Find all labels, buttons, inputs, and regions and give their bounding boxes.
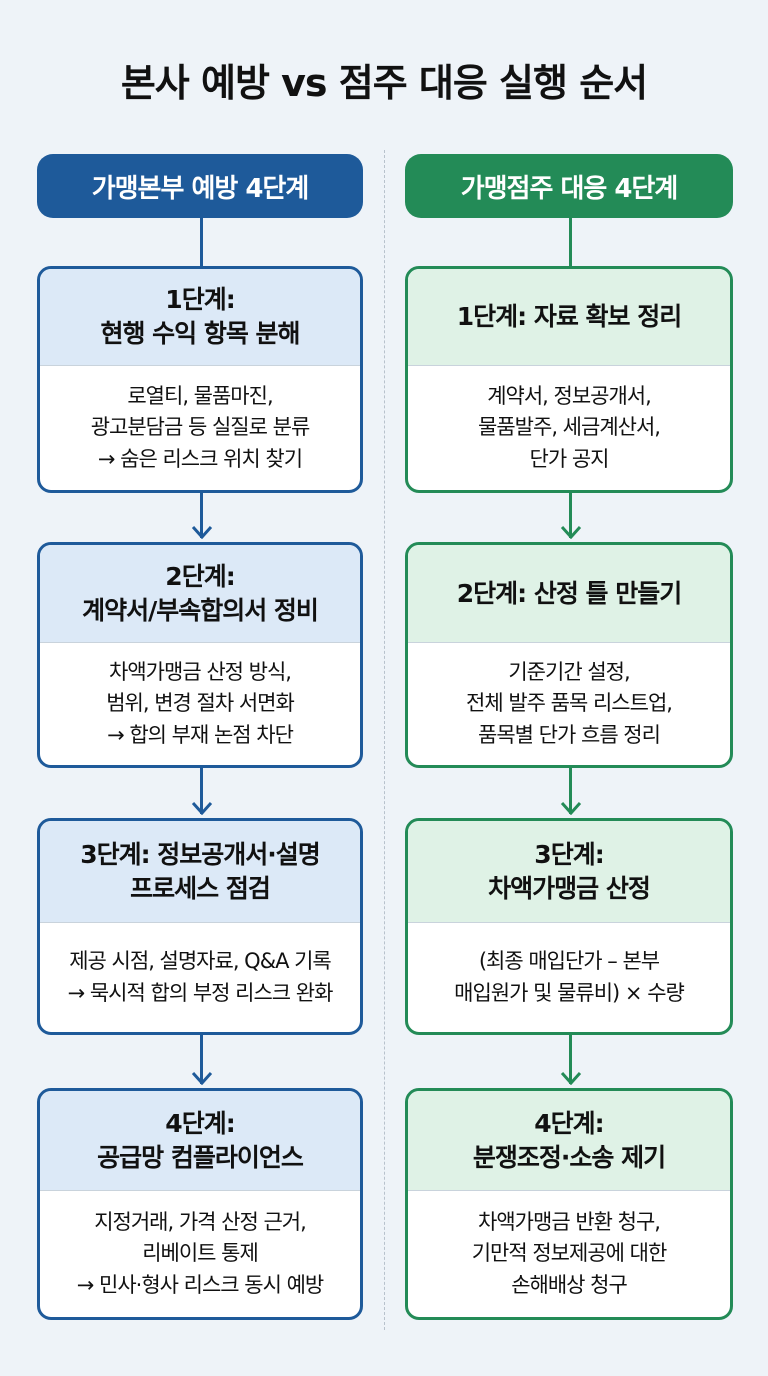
right-arrow-line <box>569 493 572 538</box>
step-body: 기준기간 설정, 전체 발주 품목 리스트업, 품목별 단가 흐름 정리 <box>466 659 673 747</box>
step-title: 2단계: 산정 틀 만들기 <box>408 545 730 643</box>
step-body: 차액가맹금 산정 방식, 범위, 변경 절차 서면화 → 합의 부재 논점 차단 <box>106 659 295 747</box>
step-title: 4단계: 공급망 컴플라이언스 <box>40 1091 360 1191</box>
right-arrow-line <box>569 1035 572 1084</box>
step-body: 로열티, 물품마진, 광고분담금 등 실질로 분류 → 숨은 리스크 위치 찾기 <box>90 383 311 471</box>
right-step-3-card: 3단계: 차액가맹금 산정 (최종 매입단가 – 본부 매입원가 및 물류비) ×… <box>405 818 733 1035</box>
page-title: 본사 예방 vs 점주 대응 실행 순서 <box>120 61 648 105</box>
left-arrow-line <box>200 1035 203 1084</box>
arrow-down-icon <box>191 1071 212 1085</box>
arrow-down-icon <box>560 525 581 539</box>
step-body: 차액가맹금 반환 청구, 기만적 정보제공에 대한 손해배상 청구 <box>471 1209 668 1297</box>
right-header-connector <box>569 218 572 266</box>
right-arrow-line <box>569 768 572 814</box>
step-body: 계약서, 정보공개서, 물품발주, 세금계산서, 단가 공지 <box>478 383 661 471</box>
left-column-header: 가맹본부 예방 4단계 <box>37 154 363 218</box>
arrow-down-icon <box>191 801 212 815</box>
arrow-down-icon <box>191 525 212 539</box>
center-divider <box>384 150 385 1330</box>
left-arrow-line <box>200 493 203 538</box>
step-body: (최종 매입단가 – 본부 매입원가 및 물류비) × 수량 <box>454 949 685 1005</box>
arrow-down-icon <box>560 801 581 815</box>
left-arrow-line <box>200 768 203 814</box>
arrow-down-icon <box>560 1071 581 1085</box>
step-body: 지정거래, 가격 산정 근거, 리베이트 통제 → 민사·형사 리스크 동시 예… <box>76 1209 325 1297</box>
step-title: 3단계: 차액가맹금 산정 <box>408 821 730 923</box>
step-title: 1단계: 자료 확보 정리 <box>408 269 730 366</box>
step-title: 1단계: 현행 수익 항목 분해 <box>40 269 360 366</box>
step-title: 4단계: 분쟁조정·소송 제기 <box>408 1091 730 1191</box>
step-title: 3단계: 정보공개서·설명 프로세스 점검 <box>40 821 360 923</box>
left-header-connector <box>200 218 203 266</box>
right-column-header: 가맹점주 대응 4단계 <box>405 154 733 218</box>
step-body: 제공 시점, 설명자료, Q&A 기록 → 묵시적 합의 부정 리스크 완화 <box>67 949 334 1005</box>
step-title: 2단계: 계약서/부속합의서 정비 <box>40 545 360 643</box>
